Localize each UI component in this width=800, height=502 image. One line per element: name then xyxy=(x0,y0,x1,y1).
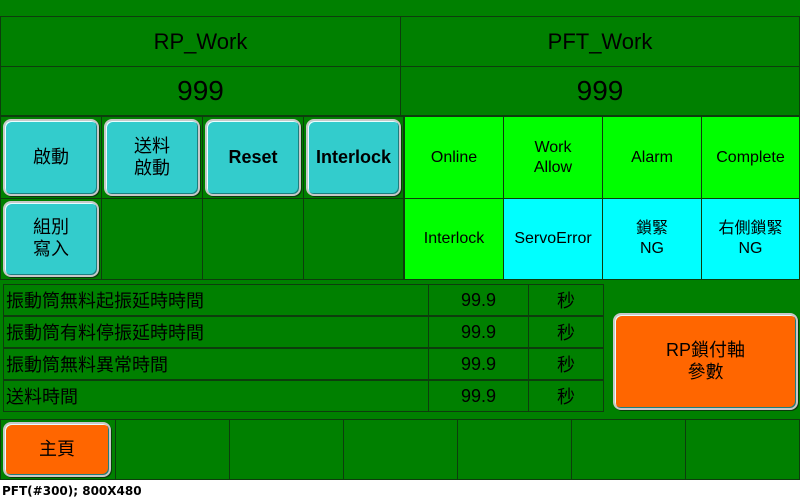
servo-error-lamp: ServoError xyxy=(503,198,603,280)
start-button[interactable]: 啟動 xyxy=(3,119,99,196)
param-unit: 秒 xyxy=(528,316,604,348)
empty-slot xyxy=(101,198,203,280)
empty-slot xyxy=(202,198,304,280)
param-unit: 秒 xyxy=(528,348,604,380)
nav-slot-empty xyxy=(457,419,572,480)
right-lock-ng-lamp: 右側鎖緊 NG xyxy=(701,198,800,280)
rp-work-value: 999 xyxy=(0,66,401,116)
empty-slot xyxy=(303,198,404,280)
interlock-button[interactable]: Interlock xyxy=(306,119,401,196)
home-button[interactable]: 主頁 xyxy=(3,422,111,477)
screen-id-caption: PFT(#300); 800X480 xyxy=(2,484,142,498)
group-write-button[interactable]: 組別 寫入 xyxy=(3,201,99,277)
param-row: 振動筒無料起振延時時間 99.9 秒 xyxy=(3,284,604,316)
param-label: 振動筒有料停振延時時間 xyxy=(3,316,429,348)
interlock-lamp: Interlock xyxy=(404,198,504,280)
param-value-input[interactable]: 99.9 xyxy=(428,380,529,412)
rp-params-button[interactable]: RP鎖付軸 參數 xyxy=(613,313,798,410)
online-lamp: Online xyxy=(404,116,504,199)
work-allow-lamp: Work Allow xyxy=(503,116,603,199)
pft-work-title: PFT_Work xyxy=(400,16,800,67)
param-label: 振動筒無料起振延時時間 xyxy=(3,284,429,316)
hmi-screen: RP_Work PFT_Work 999 999 啟動 送料 啟動 Reset … xyxy=(0,0,800,480)
feed-start-button[interactable]: 送料 啟動 xyxy=(104,119,200,196)
complete-lamp: Complete xyxy=(701,116,800,199)
nav-slot-empty xyxy=(685,419,800,480)
lock-ng-lamp: 鎖緊 NG xyxy=(602,198,702,280)
param-value-input[interactable]: 99.9 xyxy=(428,348,529,380)
param-value-input[interactable]: 99.9 xyxy=(428,284,529,316)
param-row: 送料時間 99.9 秒 xyxy=(3,380,604,412)
param-value-input[interactable]: 99.9 xyxy=(428,316,529,348)
param-row: 振動筒無料異常時間 99.9 秒 xyxy=(3,348,604,380)
nav-slot-empty xyxy=(229,419,344,480)
param-unit: 秒 xyxy=(528,380,604,412)
nav-slot-empty xyxy=(571,419,686,480)
nav-slot-empty xyxy=(343,419,458,480)
param-row: 振動筒有料停振延時時間 99.9 秒 xyxy=(3,316,604,348)
param-unit: 秒 xyxy=(528,284,604,316)
param-label: 送料時間 xyxy=(3,380,429,412)
param-label: 振動筒無料異常時間 xyxy=(3,348,429,380)
nav-slot-empty xyxy=(115,419,230,480)
reset-button[interactable]: Reset xyxy=(205,119,301,196)
alarm-lamp: Alarm xyxy=(602,116,702,199)
rp-work-title: RP_Work xyxy=(0,16,401,67)
pft-work-value: 999 xyxy=(400,66,800,116)
